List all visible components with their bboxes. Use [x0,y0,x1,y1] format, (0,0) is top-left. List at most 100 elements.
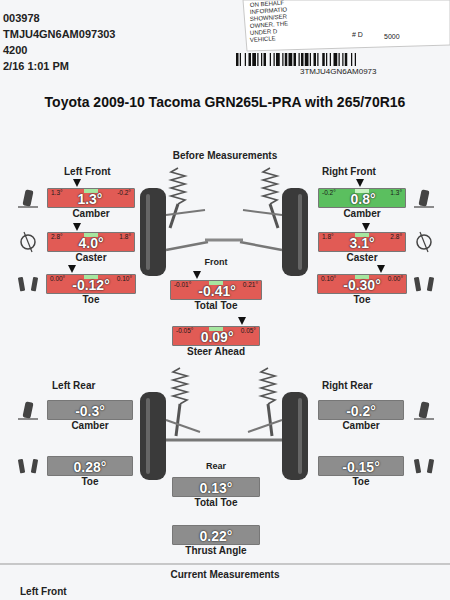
measurement-value: -0.3° [75,403,105,419]
front-suspension [140,168,308,276]
measurement-name: Caster [318,252,406,263]
lower-arm [240,242,282,250]
receipt-field: # D [352,31,363,39]
measurement-name: Toe [46,294,136,305]
measurement-box: -0.15°Toe [318,456,404,487]
barcode-bar [305,53,309,66]
lower-arm [166,242,208,250]
coil-spring [261,368,275,404]
measurement-name: Camber [318,420,404,431]
barcode-bar [299,53,300,66]
measurement-name: Thrust Angle [172,545,260,556]
measurement-name: Caster [47,252,135,263]
reading-bar: 1.8°3.1°2.8° [318,232,406,252]
measurement-name: Toe [317,294,407,305]
measurement-box: 1.8°3.1°2.8°Caster [318,232,406,263]
barcode-bar [301,53,304,66]
reading-bar: -0.01°-0.41°0.21° [170,280,262,300]
wheel-tread [298,398,302,474]
upper-arm [166,210,205,215]
spec-limit: 1.8° [322,234,334,241]
reading-bar: 0.00°-0.12°0.10° [46,274,136,294]
barcode-bar [236,53,239,66]
shock-absorber [270,204,278,228]
spec-limit: 2.8° [390,234,402,241]
reading-bar: 1.3°1.3°-0.2° [47,188,135,208]
measurement-box: -0.2°0.8°1.3°Camber [318,188,406,219]
barcode-bar [285,53,288,66]
caster-icon [417,232,431,252]
vin-number: TMJU4GN6AM097303 [3,28,116,40]
measurement-box: 0.13°Total Toe [172,477,260,508]
spec-limit: 1.3° [51,190,63,197]
axle-label: Front [205,258,228,268]
corner-heading: Right Rear [322,380,373,391]
trailing-arm [166,420,200,432]
measurement-box: -0.05°0.09°0.05°Steer Ahead [172,326,260,357]
barcode-bar [317,53,318,66]
camber-icon [18,401,38,419]
axle-label: Rear [206,462,226,472]
wheel [140,392,166,480]
angle-icons [18,189,434,473]
barcode-bar [274,53,275,66]
pointer-arrow [193,271,201,279]
caster-icon [21,232,35,252]
measurement-value: 4.0° [78,235,103,251]
trailing-arm [248,420,282,432]
barcode-text: 3TMJU4GN6AM0973 [300,68,376,77]
reading-bar: 0.10°-0.30°0.00° [317,274,407,294]
measurement-box: 0.22°Thrust Angle [172,525,260,556]
measurement-value: -0.30° [343,277,381,293]
reading-bar: -0.15° [318,456,404,476]
barcode-bar [355,53,356,66]
coil-spring [173,368,187,404]
section-heading: Current Measurements [171,569,280,580]
barcode-bar [240,53,241,66]
barcode-bar [282,53,283,66]
wheel-tread [146,398,150,474]
measurement-box: 0.00°-0.12°0.10°Toe [46,274,136,305]
camber-icon [414,401,434,419]
spec-limit: 0.10° [117,276,132,283]
measurement-name: Total Toe [172,497,260,508]
measurement-box: 2.8°4.0°1.8°Caster [47,232,135,263]
spec-limit: 0.00° [50,276,65,283]
measurement-name: Toe [318,476,404,487]
corner-heading: Left Front [64,166,111,177]
wheel-tread [298,194,302,270]
barcode-bar [264,53,267,66]
odometer: 4200 [3,44,27,56]
measurement-value: 0.13° [200,480,233,496]
rear-suspension [140,368,308,480]
spec-limit: 0.10° [321,276,336,283]
measurement-value: -0.41° [198,283,236,299]
crossmember [205,239,243,242]
spec-limit: -0.2° [117,190,131,197]
shock-absorber [268,404,272,436]
upper-arm [243,210,282,215]
measurement-value: 0.09° [201,329,234,345]
toe-icon [18,277,38,292]
barcode-bar [330,53,331,66]
barcode-bar [351,53,352,66]
barcode-bar [249,53,252,66]
measurement-value: 0.22° [200,528,233,544]
toe-icon [414,459,434,474]
corner-heading: Left Front [20,586,67,597]
measurement-name: Toe [47,476,133,487]
spec-limit: -0.05° [176,328,193,335]
measurement-name: Camber [47,420,133,431]
barcode-bar [289,53,293,66]
camber-icon [414,189,434,207]
toe-icon [18,459,38,474]
reading-bar: 0.13° [172,477,260,497]
section-divider [0,564,450,565]
barcode-bar [314,53,317,66]
coil-spring [171,168,185,204]
corner-heading: Right Front [322,166,376,177]
pointer-arrow [356,179,364,187]
reading-bar: -0.3° [47,400,133,420]
measurement-box: -0.01°-0.41°0.21°Total Toe [170,280,262,311]
